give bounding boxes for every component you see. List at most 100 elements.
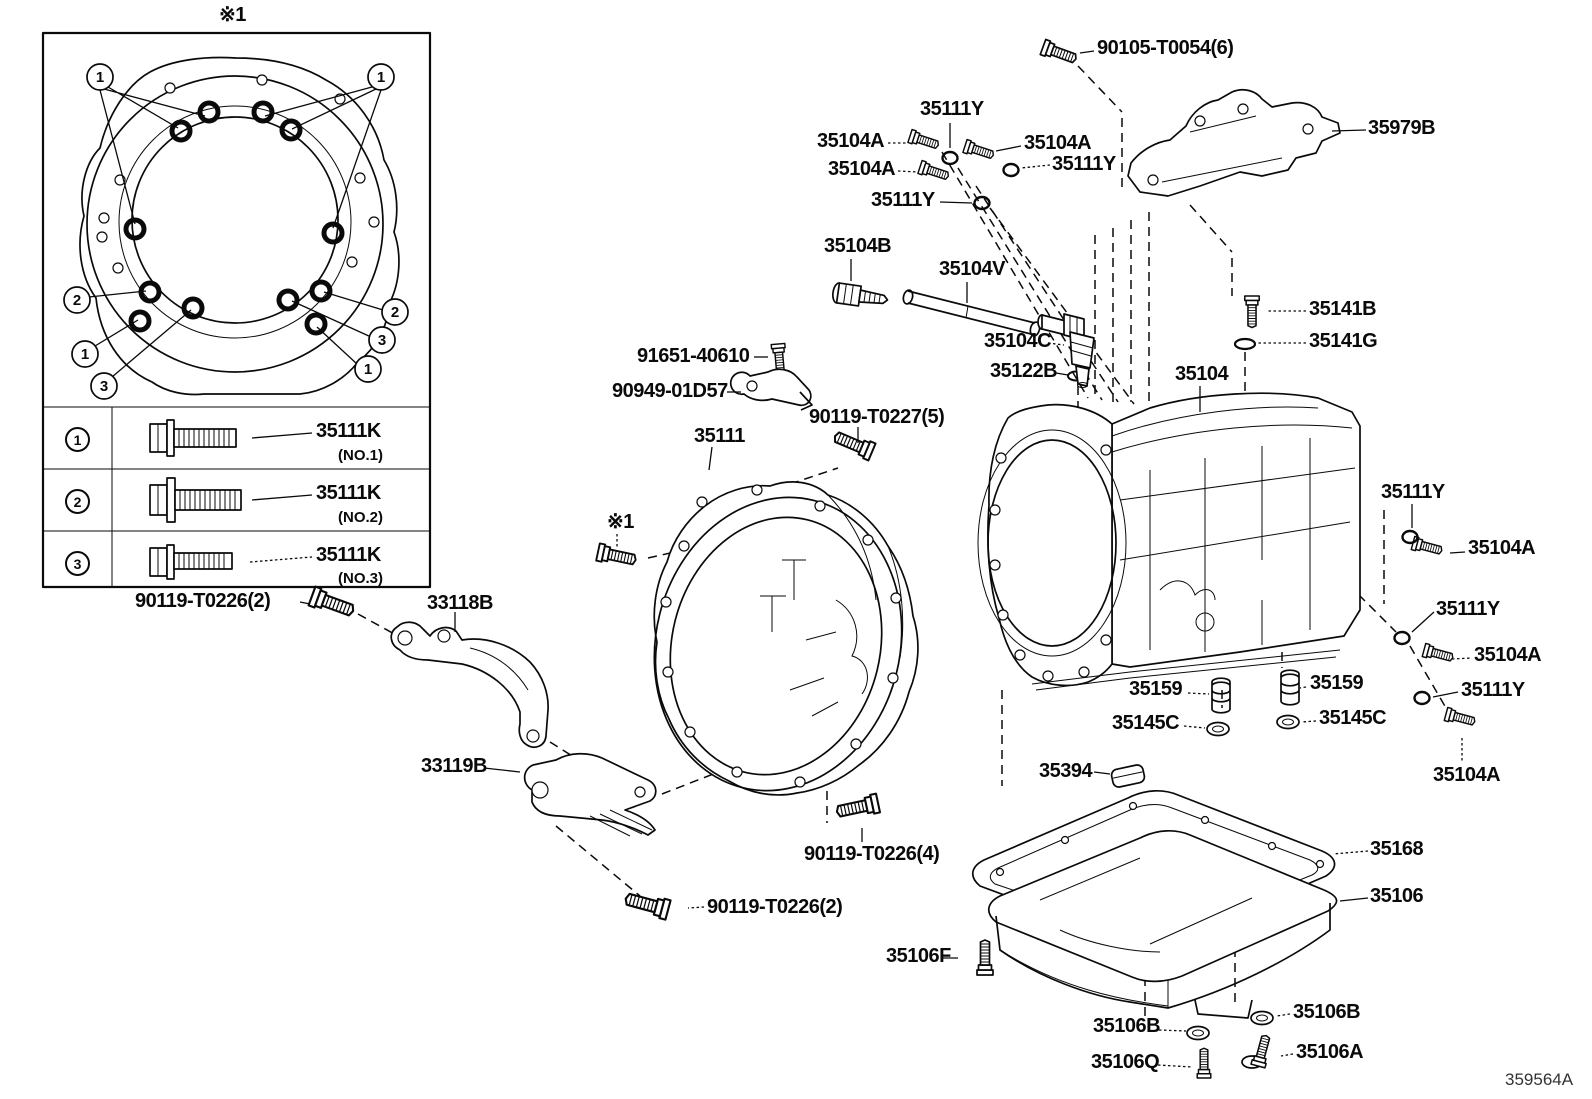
legend-bolt-no1 — [149, 419, 313, 457]
stiffener-plate-35979b — [1127, 89, 1341, 197]
part-label-35141b: 35141B — [1309, 298, 1377, 320]
part-label-35104a-t2: 35104A — [1024, 132, 1092, 154]
washer-icon-35145c-l — [1206, 721, 1230, 737]
bolt-holes — [96, 74, 380, 336]
part-label-35104a-t3: 35104A — [828, 158, 896, 180]
svg-text:1: 1 — [364, 361, 372, 378]
svg-text:3: 3 — [378, 332, 386, 349]
part-label-35979b: 35979B — [1368, 117, 1436, 139]
part-label-35145c-l: 35145C — [1112, 712, 1180, 734]
svg-text:2: 2 — [73, 292, 81, 309]
part-label-35104a-r2: 35104A — [1474, 644, 1542, 666]
bolt-icon-35104a-r2 — [1421, 642, 1456, 665]
part-label-90949-01d57: 90949-01D57 — [612, 380, 728, 402]
fasteners — [307, 38, 1478, 1079]
washer-icon-35106b-l — [1186, 1025, 1210, 1041]
part-label-35111y-r2: 35111Y — [1436, 598, 1500, 620]
bell-housing-35111 — [653, 481, 919, 796]
legend-num-1: 1 — [65, 427, 90, 452]
part-label-35111y-t3: 35111Y — [871, 189, 935, 211]
bolt-icon-35106q — [1196, 1047, 1212, 1079]
part-label-90119-t0226c: 90119-T0226(2) — [707, 896, 843, 918]
part-label-35111y-r1: 35111Y — [1381, 481, 1445, 503]
part-label-35104v: 35104V — [939, 258, 1005, 280]
legend-part-2: 35111K — [316, 482, 381, 504]
legend-bolt-icons — [149, 419, 313, 580]
detail-ref-marker: ※1 — [607, 511, 634, 533]
rear-view-drawing: 1 1 2 2 3 1 1 3 — [63, 56, 409, 400]
bolt-icon-ref1 — [595, 542, 639, 570]
sensor-icon-35104b — [832, 282, 889, 307]
legend-note-1: (NO.1) — [338, 447, 383, 464]
part-label-35106f: 35106F — [886, 945, 951, 967]
part-label-90119-t0226b: 90119-T0226(4) — [804, 843, 940, 865]
magnet-icon-35394 — [1110, 764, 1146, 788]
part-label-35106q: 35106Q — [1091, 1051, 1160, 1073]
part-label-35104a-r3: 35104A — [1433, 764, 1501, 786]
part-label-35104: 35104 — [1175, 363, 1229, 385]
part-label-35106b-l: 35106B — [1093, 1015, 1161, 1037]
bolt-icon-90119c — [622, 887, 672, 921]
svg-text:3: 3 — [100, 378, 108, 395]
part-label-35159-l: 35159 — [1129, 678, 1183, 700]
part-label-35104a-r1: 35104A — [1468, 537, 1536, 559]
bolt-icon-35106a — [1250, 1032, 1274, 1069]
legend-bolt-no3 — [149, 544, 313, 580]
part-label-35111y-t2: 35111Y — [1052, 153, 1116, 175]
part-label-35106: 35106 — [1370, 885, 1424, 907]
legend-note-2: (NO.2) — [338, 509, 383, 526]
part-label-90119-t0226a: 90119-T0226(2) — [135, 590, 271, 612]
bolt-icon-35106f — [976, 939, 994, 976]
legend-part-1: 35111K — [316, 420, 381, 442]
part-label-35159-r: 35159 — [1310, 672, 1364, 694]
part-label-35106b-r: 35106B — [1293, 1001, 1361, 1023]
legend-bolt-no2 — [149, 477, 313, 523]
part-label-35168: 35168 — [1370, 838, 1424, 860]
legend-part-3: 35111K — [316, 544, 381, 566]
bolt-icon-90119a — [307, 585, 358, 622]
bolt-icon-90119b — [833, 792, 882, 823]
legend-num-2: 2 — [65, 489, 90, 514]
detail-box-frame — [41, 31, 432, 589]
svg-text:1: 1 — [81, 346, 89, 363]
svg-text:1: 1 — [377, 69, 385, 86]
svg-text:2: 2 — [391, 304, 399, 321]
part-label-35122b: 35122B — [990, 360, 1058, 382]
spring-icon-35159-l — [1211, 677, 1231, 714]
part-label-90105-t0054: 90105-T0054(6) — [1097, 37, 1234, 59]
legend-num-3: 3 — [65, 551, 90, 576]
part-label-35104c: 35104C — [984, 330, 1052, 352]
part-label-35104b: 35104B — [824, 235, 892, 257]
tube-icon-35104v — [902, 289, 1041, 337]
washer-icon-35106b-r — [1250, 1010, 1274, 1026]
bolt-icon-35104a-2 — [962, 138, 997, 163]
part-label-35141g: 35141G — [1309, 330, 1378, 352]
part-label-33118b: 33118B — [427, 592, 493, 614]
leader-lines — [299, 50, 1472, 1068]
part-label-35106a: 35106A — [1296, 1041, 1364, 1063]
oring-icon-35111y-r3 — [1413, 690, 1431, 706]
part-label-91651-40610: 91651-40610 — [637, 345, 750, 367]
part-label-33119b: 33119B — [421, 755, 487, 777]
part-label-35111y-r3: 35111Y — [1461, 679, 1525, 701]
oring-icon-35111y-r2 — [1393, 630, 1411, 646]
bolt-icon-35104a-1 — [907, 128, 942, 153]
spring-icon-35159-r — [1280, 669, 1300, 706]
svg-text:1: 1 — [96, 69, 104, 86]
bolt-icon-90119t0227 — [830, 426, 877, 462]
bracket-33118b — [390, 621, 549, 748]
callout-circles: 1 1 2 2 3 1 1 3 — [63, 63, 409, 400]
figure-code: 359564A — [1505, 1070, 1574, 1089]
part-label-35394: 35394 — [1039, 760, 1093, 782]
transmission-case-35104 — [977, 392, 1361, 691]
oring-icon-35111y-t2 — [1002, 162, 1020, 178]
legend-note-3: (NO.3) — [338, 570, 383, 587]
part-label-35145c-r: 35145C — [1319, 707, 1387, 729]
bolt-icon-90105 — [1039, 38, 1080, 68]
bolt-icon-35104a-r3 — [1443, 706, 1478, 729]
part-label-35104a-t1: 35104A — [817, 130, 885, 152]
part-label-90119-t0227: 90119-T0227(5) — [809, 406, 945, 428]
washer-icon-35145c-r — [1276, 714, 1300, 730]
